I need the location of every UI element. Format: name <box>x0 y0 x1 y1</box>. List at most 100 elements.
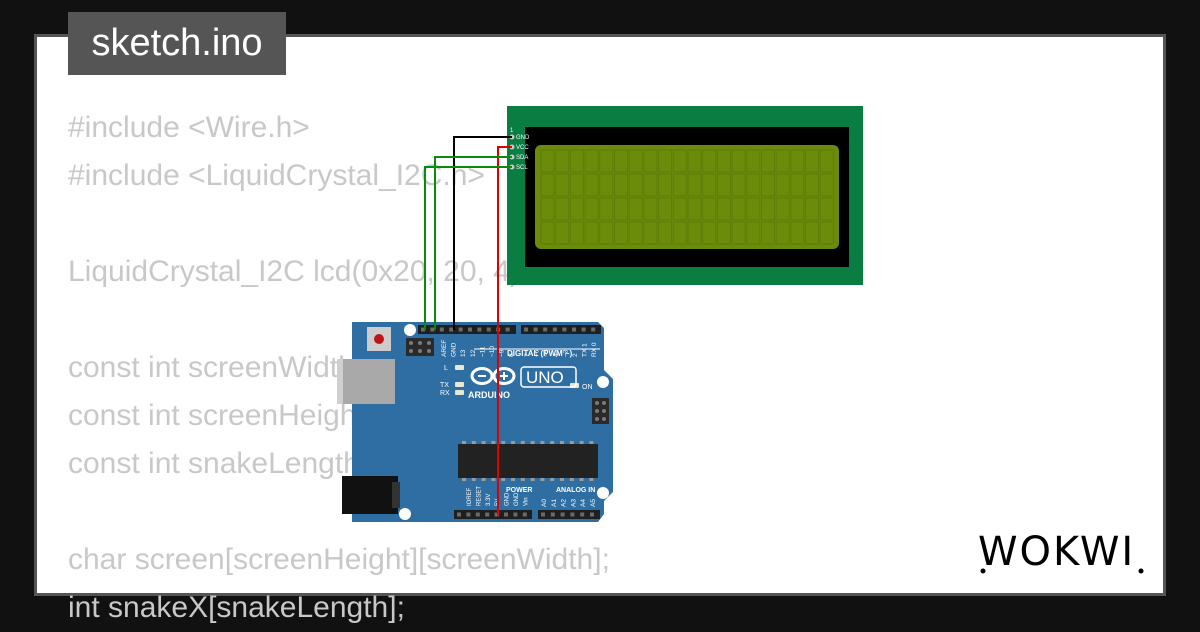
atmega-chip <box>458 441 598 481</box>
lcd-screen <box>535 145 839 249</box>
header-pin[interactable] <box>543 327 548 332</box>
on-led-label: ON <box>582 384 593 391</box>
header-pin[interactable] <box>485 512 490 517</box>
icsp2-header <box>592 398 609 424</box>
header-pin[interactable] <box>591 327 596 332</box>
wire-vcc[interactable] <box>497 146 512 515</box>
header-pin[interactable] <box>580 512 585 517</box>
header-pin[interactable] <box>466 512 471 517</box>
power-pin-label: RESET <box>476 486 482 506</box>
chip-pin <box>540 441 545 444</box>
lcd-char-cell <box>672 149 687 173</box>
header-pin[interactable] <box>550 512 555 517</box>
usb-connector <box>337 359 395 404</box>
wokwi-logo[interactable]: WOKWI <box>975 527 1150 575</box>
lcd-char-cell <box>584 173 599 197</box>
header-pin[interactable] <box>430 327 435 332</box>
chip-pin <box>511 478 515 481</box>
chip-pin <box>481 478 486 481</box>
header-pin[interactable] <box>468 327 472 332</box>
lcd-char-cell <box>628 197 643 221</box>
header-pin[interactable] <box>581 327 586 332</box>
lcd-char-cell <box>569 221 584 245</box>
header-pin[interactable] <box>524 327 528 332</box>
chip-pin <box>491 441 496 444</box>
lcd-char-cell <box>819 221 834 245</box>
lcd-char-cell <box>716 149 731 173</box>
wires[interactable] <box>424 136 512 515</box>
lcd-char-cell <box>658 149 673 173</box>
digital-pin-label: RX 0 <box>591 342 598 357</box>
chip-pin <box>550 441 555 444</box>
lcd-char-cell <box>716 221 731 245</box>
lcd-char-cell <box>731 197 746 221</box>
lcd-char-cell <box>555 173 570 197</box>
power-jack <box>342 476 398 514</box>
header-pin[interactable] <box>513 512 518 517</box>
digital-pin-label: ~11 <box>479 346 486 357</box>
wire-scl[interactable] <box>424 166 512 330</box>
header-pin[interactable] <box>486 327 491 332</box>
file-name-tab[interactable]: sketch.ino <box>68 12 286 75</box>
lcd-char-cell <box>643 197 658 221</box>
lcd-char-cell <box>628 221 643 245</box>
lcd-char-cell <box>731 221 746 245</box>
power-pin-label: GND <box>514 492 520 506</box>
header-pin[interactable] <box>421 327 425 332</box>
led-label-rx: RX <box>440 390 450 397</box>
lcd-char-cell <box>746 149 761 173</box>
lcd-char-cell <box>716 197 731 221</box>
mounting-hole <box>597 376 609 388</box>
chip-pin <box>550 478 555 481</box>
header-pin[interactable] <box>458 327 463 332</box>
reset-button-cap[interactable] <box>374 334 384 344</box>
header-pin[interactable] <box>552 327 557 332</box>
lcd-char-cell <box>805 197 820 221</box>
power-jack-back <box>392 482 400 508</box>
lcd-char-cell <box>658 221 673 245</box>
lcd-char-cell <box>731 149 746 173</box>
chip-pin <box>589 441 594 444</box>
header-pin[interactable] <box>570 512 575 517</box>
header-pin[interactable] <box>533 327 538 332</box>
header-pin[interactable] <box>541 512 545 517</box>
chip-pin <box>501 478 506 481</box>
lcd-char-cell <box>540 149 555 173</box>
header-pin[interactable] <box>562 327 567 332</box>
lcd-char-cell <box>687 221 702 245</box>
header-pin[interactable] <box>504 512 508 517</box>
led-rx <box>455 390 464 395</box>
header-pin[interactable] <box>477 327 482 332</box>
header-pin[interactable] <box>457 512 461 517</box>
chip-pin <box>560 478 564 481</box>
lcd-char-cell <box>819 173 834 197</box>
header-pin[interactable] <box>494 512 499 517</box>
header-pin[interactable] <box>572 327 576 332</box>
lcd-char-cell <box>614 197 628 221</box>
header-pin[interactable] <box>560 512 565 517</box>
header-pin[interactable] <box>449 327 454 332</box>
lcd-char-cell <box>702 173 717 197</box>
lcd-char-cell <box>761 173 775 197</box>
wokwi-logo-text: WOKWI <box>978 529 1135 575</box>
usb-connector-edge <box>337 359 343 404</box>
header-pin[interactable] <box>522 512 527 517</box>
wire-gnd[interactable] <box>453 136 512 330</box>
lcd-char-cell <box>672 221 687 245</box>
header-pin[interactable] <box>505 327 510 332</box>
code-line: LiquidCrystal_I2C lcd(0x20, 20, 4); <box>68 255 529 288</box>
header-pin[interactable] <box>439 327 444 332</box>
lcd-char-cell <box>702 149 717 173</box>
chip-pin <box>530 441 535 444</box>
lcd-char-cell <box>540 173 555 197</box>
led-tx <box>455 382 464 387</box>
header-pin[interactable] <box>590 512 594 517</box>
lcd-char-cell <box>790 149 805 173</box>
lcd-char-cell <box>761 149 775 173</box>
header-pin[interactable] <box>475 512 480 517</box>
lcd-display[interactable]: 1 GND VCC SDA SCL <box>507 106 863 285</box>
digital-pin-label: ~6 <box>534 349 541 357</box>
power-pin-label: IOREF <box>467 487 473 506</box>
wire-sda[interactable] <box>434 156 512 330</box>
